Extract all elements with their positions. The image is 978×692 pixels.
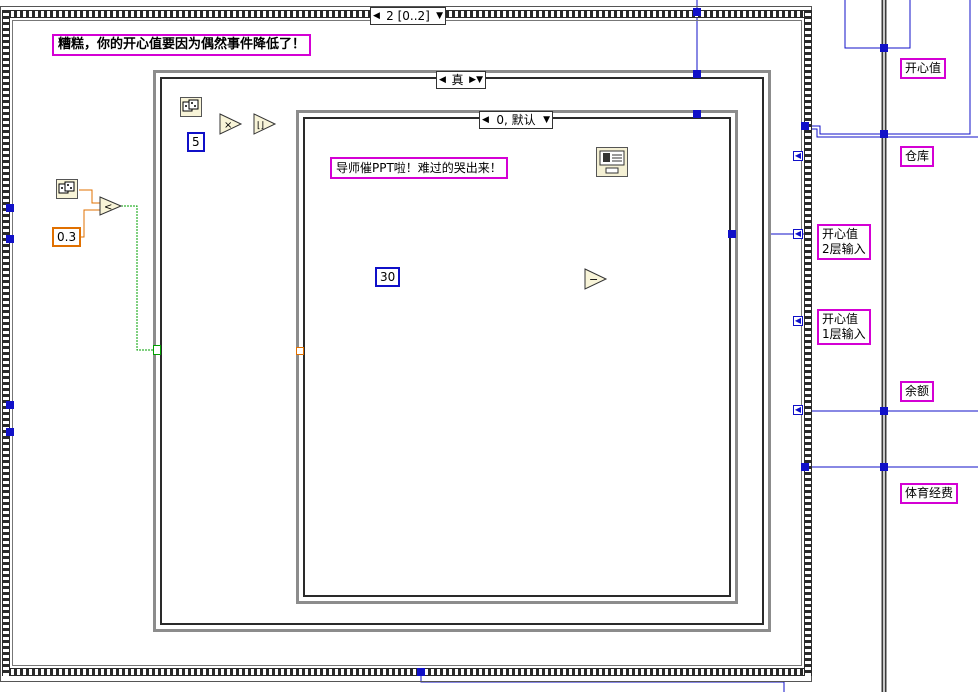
sequence-bottom-strip (8, 668, 806, 676)
sequence-selector-label: 2 [0..2] (386, 9, 430, 23)
sequence-tunnel[interactable] (6, 204, 14, 212)
shift-register-left[interactable]: ◀ (793, 316, 803, 326)
outer-case-selector[interactable]: ◀ 真 ▶▼ (436, 71, 486, 89)
svg-text:<: < (104, 202, 112, 213)
warehouse-label: 仓库 (900, 146, 935, 167)
sequence-right-strip (804, 10, 812, 676)
svg-text:⌊⌋: ⌊⌋ (257, 120, 264, 131)
inner-case-selector[interactable]: ◀ 0, 默认 ▼ (479, 111, 553, 129)
subtract-icon[interactable]: − (584, 268, 608, 290)
sequence-tunnel[interactable] (801, 122, 809, 130)
increment-arrow-icon[interactable]: ▶▼ (469, 75, 483, 85)
svg-text:×: × (224, 120, 232, 131)
shift-register-left[interactable]: ◀ (793, 405, 803, 415)
happiness-label: 开心值 (900, 58, 947, 79)
happiness-layer2-label: 开心值 2层输入 (817, 224, 871, 260)
decrement-constant[interactable]: 30 (375, 267, 401, 287)
round-icon[interactable]: ⌊⌋ (253, 113, 277, 135)
balance-label: 余额 (900, 381, 935, 402)
inner-case-selector-label: 0, 默认 (496, 113, 536, 127)
case-tunnel[interactable] (693, 70, 701, 78)
decrement-arrow-icon[interactable]: ◀ (373, 11, 380, 21)
shift-register-left[interactable]: ◀ (793, 229, 803, 239)
case-selector-terminal[interactable] (153, 345, 161, 355)
case-tunnel[interactable] (728, 230, 736, 238)
sequence-left-strip (2, 10, 10, 676)
wire-junction (880, 44, 888, 52)
sequence-tunnel[interactable] (6, 235, 14, 243)
decrement-arrow-icon[interactable]: ◀ (439, 75, 446, 85)
sequence-tunnel[interactable] (6, 401, 14, 409)
sequence-tunnel[interactable] (801, 463, 809, 471)
inner-case-structure (296, 110, 738, 604)
wire-junction (880, 407, 888, 415)
wire-junction (880, 463, 888, 471)
dropdown-arrow-icon[interactable]: ▼ (543, 115, 550, 125)
sequence-tunnel[interactable] (6, 428, 14, 436)
sports-fund-label: 体育经费 (900, 483, 959, 504)
multiplier-constant[interactable]: 5 (187, 132, 205, 152)
dialog-icon[interactable] (596, 147, 628, 177)
dice-icon[interactable] (56, 179, 78, 199)
wire-junction (880, 130, 888, 138)
less-than-icon[interactable]: < (99, 196, 123, 216)
inner-comment: 导师催PPT啦！难过的哭出来！ (330, 157, 508, 179)
shift-register-left[interactable]: ◀ (793, 151, 803, 161)
sequence-selector[interactable]: ◀ 2 [0..2] ▼ (370, 7, 446, 25)
sequence-tunnel[interactable] (417, 668, 425, 676)
case-selector-terminal[interactable] (296, 347, 304, 355)
svg-text:−: − (589, 273, 598, 286)
dropdown-arrow-icon[interactable]: ▼ (436, 11, 443, 21)
case-tunnel[interactable] (693, 110, 701, 118)
decrement-arrow-icon[interactable]: ◀ (482, 115, 489, 125)
dice-icon[interactable] (180, 97, 202, 117)
outer-case-selector-label: 真 (451, 73, 464, 87)
threshold-constant[interactable]: 0.3 (52, 227, 82, 247)
multiply-icon[interactable]: × (219, 113, 243, 135)
sequence-tunnel[interactable] (693, 8, 701, 16)
happiness-layer1-label: 开心值 1层输入 (817, 309, 871, 345)
main-comment: 糟糕，你的开心值要因为偶然事件降低了！ (52, 34, 312, 56)
